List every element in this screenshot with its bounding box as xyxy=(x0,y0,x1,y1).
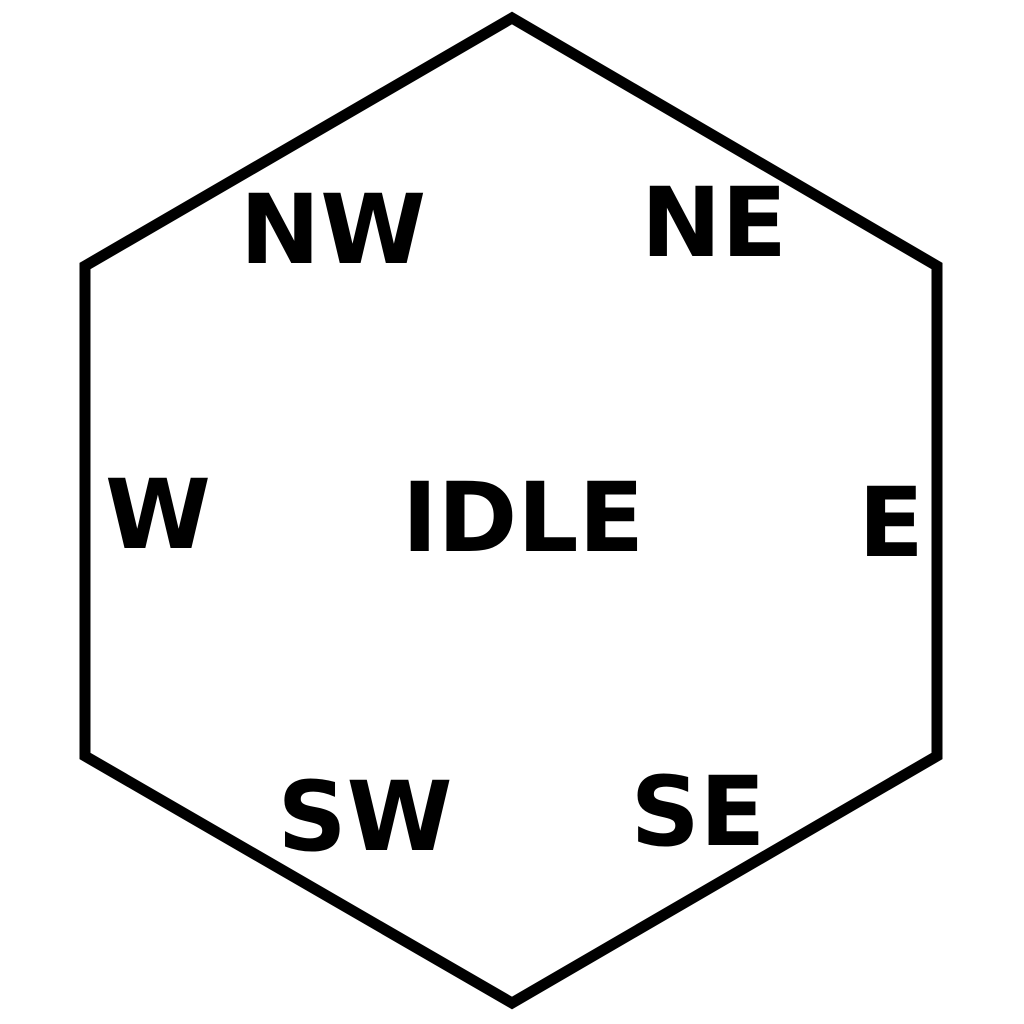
center-status-label: IDLE xyxy=(401,462,645,574)
direction-label-nw[interactable]: NW xyxy=(239,174,427,286)
direction-label-se[interactable]: SE xyxy=(630,756,766,868)
direction-label-w[interactable]: W xyxy=(105,459,211,571)
direction-label-ne[interactable]: NE xyxy=(641,167,787,279)
direction-label-e[interactable]: E xyxy=(858,467,924,579)
hexagon-outline xyxy=(79,11,943,1010)
direction-label-sw[interactable]: SW xyxy=(277,761,453,873)
